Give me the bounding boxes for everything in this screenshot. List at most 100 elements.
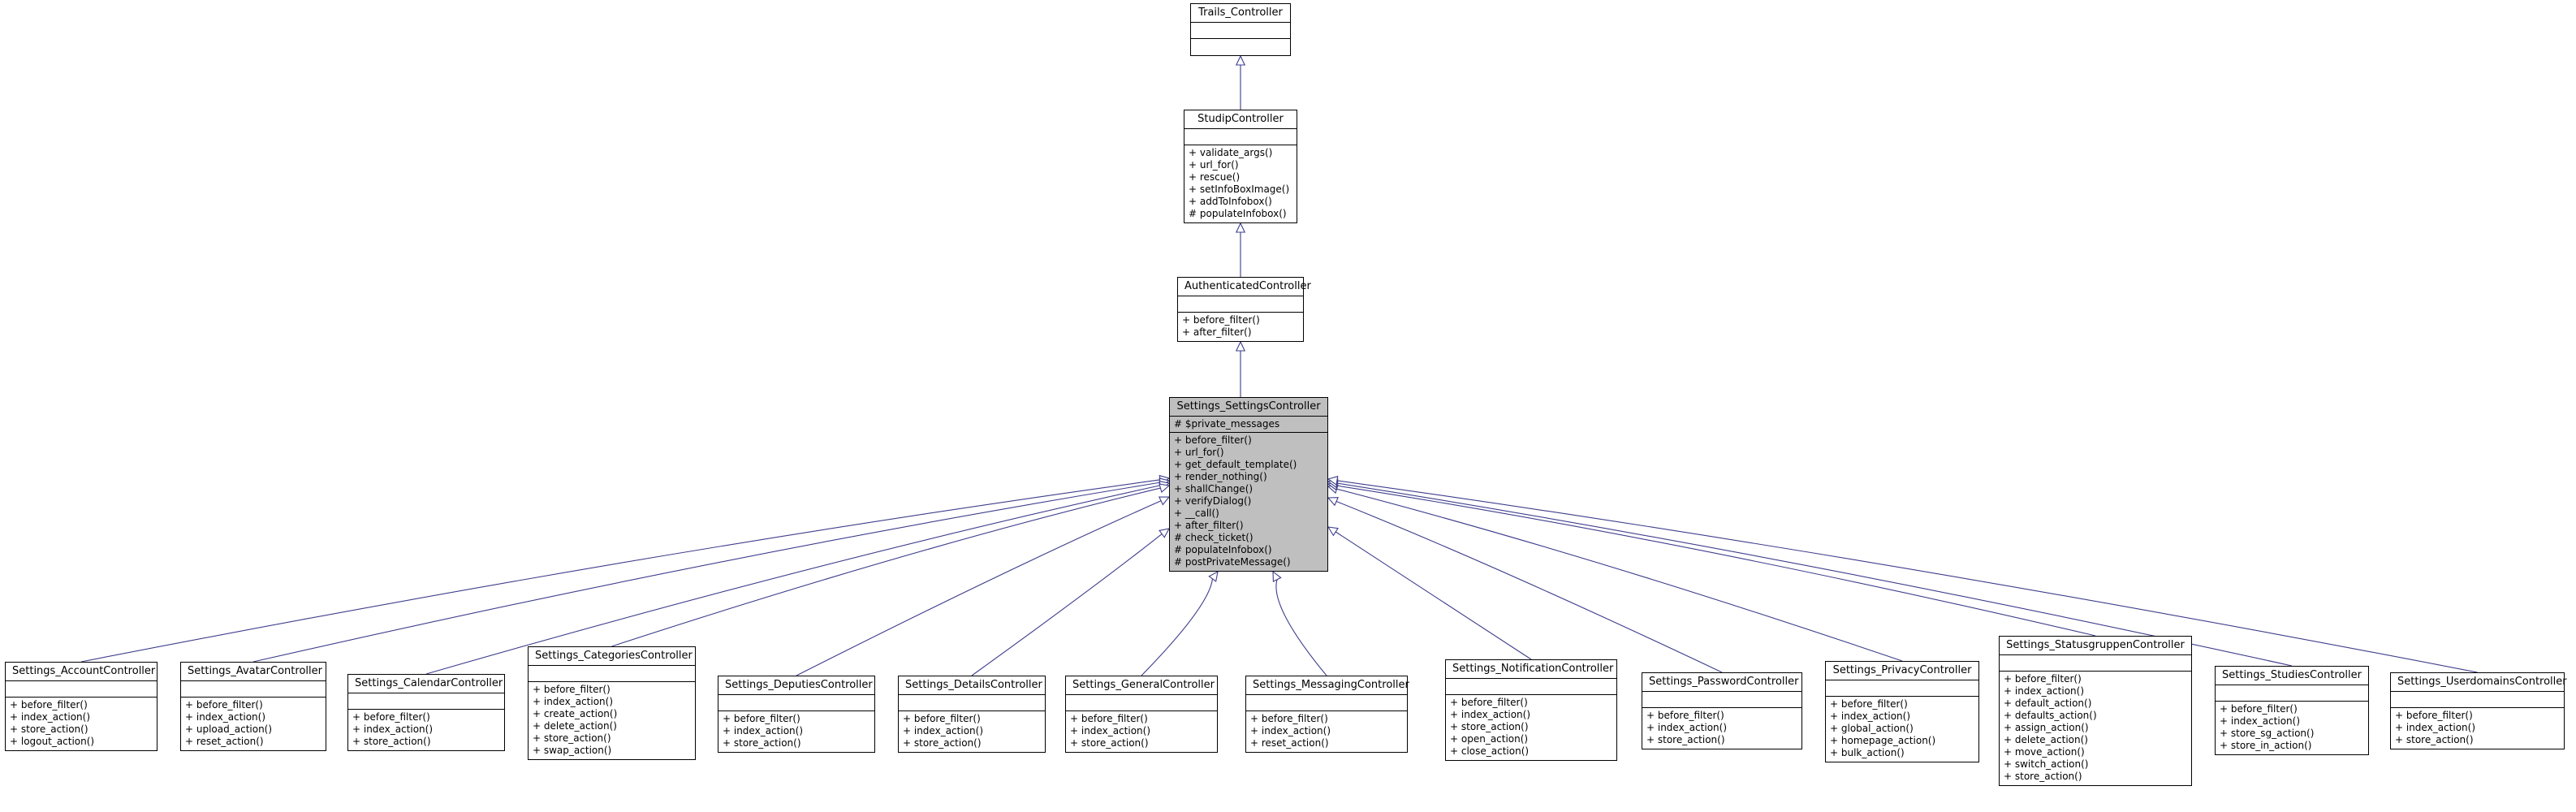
generalization-arrowhead-sub-12 xyxy=(1327,478,1339,489)
uml-operation-row: + store_action() xyxy=(1070,737,1149,749)
uml-class-messaging[interactable]: Settings_MessagingController+ before_fil… xyxy=(1245,676,1409,753)
uml-operation-row: + shallChange() xyxy=(1174,483,1253,495)
uml-operation-row: + before_filter() xyxy=(1646,710,1724,721)
uml-class-general[interactable]: Settings_GeneralController + before_filte… xyxy=(1065,676,1218,753)
generalization-arrowhead-sub-1 xyxy=(1159,477,1171,488)
uml-class-name: Settings_SettingsController xyxy=(1170,398,1327,417)
uml-attributes-compartment xyxy=(1178,296,1303,313)
uml-operation-row: # populateInfobox() xyxy=(1189,208,1287,219)
uml-operation-row: + before_filter() xyxy=(2220,703,2298,715)
uml-operation-row: + switch_action() xyxy=(2004,758,2089,770)
generalization-edge-sub-7 xyxy=(1275,579,1327,676)
generalization-arrowhead-sub-13 xyxy=(1327,475,1339,486)
generalization-arrowhead-sub-9 xyxy=(1327,497,1340,507)
uml-operation-row: # check_ticket() xyxy=(1174,532,1253,543)
uml-operations-compartment: + before_filter()+ after_filter() xyxy=(1178,313,1303,341)
uml-class-calendar[interactable]: Settings_CalendarController + before_filt… xyxy=(347,674,505,751)
uml-operation-row: + index_action() xyxy=(1830,710,1910,722)
uml-operations-compartment: + before_filter()+ index_action()+ uploa… xyxy=(181,698,326,750)
uml-class-name: Settings_AvatarController xyxy=(181,663,326,681)
generalization-arrowhead-sub-7 xyxy=(1272,570,1282,583)
uml-operation-row: + create_action() xyxy=(533,708,618,719)
uml-operations-compartment: + before_filter()+ index_action()+ store… xyxy=(899,711,1045,752)
uml-attributes-compartment xyxy=(2000,655,2191,672)
uml-operation-row: + homepage_action() xyxy=(1830,735,1936,746)
uml-class-name: Settings_UserdomainsController xyxy=(2391,673,2567,692)
uml-attributes-compartment xyxy=(529,666,695,682)
uml-operations-compartment: + before_filter()+ index_action()+ store… xyxy=(1642,708,1801,749)
uml-operations-compartment: + before_filter()+ index_action()+ reset… xyxy=(1246,711,1407,752)
generalization-edge-sub-6 xyxy=(1141,578,1214,676)
generalization-edge-sub-1 xyxy=(252,482,1161,663)
uml-operation-row: + logout_action() xyxy=(10,736,95,747)
uml-class-trails[interactable]: Trails_Controller xyxy=(1190,3,1291,56)
uml-operation-row: + rescue() xyxy=(1189,171,1241,183)
uml-operation-row: + index_action() xyxy=(533,696,613,707)
uml-class-authenticated[interactable]: AuthenticatedController+ before_filter()… xyxy=(1177,277,1311,342)
uml-operation-row: + store_action() xyxy=(903,737,982,749)
generalization-edge-sub-10 xyxy=(1336,488,1903,662)
uml-operations-compartment: + before_filter()+ index_action()+ creat… xyxy=(529,682,695,759)
uml-attributes-compartment xyxy=(2391,692,2564,708)
uml-operation-row: + index_action() xyxy=(1450,709,1530,720)
uml-class-name: Settings_AccountController xyxy=(6,663,157,681)
uml-attributes-compartment xyxy=(718,695,874,711)
generalization-edge-sub-13 xyxy=(1336,480,2478,673)
uml-operations-compartment: + before_filter()+ index_action()+ defau… xyxy=(2000,672,2191,785)
generalization-edge-sub-5 xyxy=(971,533,1163,676)
uml-operation-row: + store_action() xyxy=(352,736,431,747)
uml-operation-row: + before_filter() xyxy=(1450,697,1528,708)
uml-attributes-compartment xyxy=(6,681,157,698)
uml-class-deputies[interactable]: Settings_DeputiesController+ before_filt… xyxy=(718,676,875,753)
uml-operation-row: # postPrivateMessage() xyxy=(1174,556,1291,568)
uml-class-studip[interactable]: StudipController+ validate_args()+ url_f… xyxy=(1184,110,1297,223)
uml-operation-row: + before_filter() xyxy=(1182,314,1260,326)
uml-operation-row: # populateInfobox() xyxy=(1174,544,1272,555)
uml-class-name: Settings_CalendarController xyxy=(348,675,504,693)
uml-class-notification[interactable]: Settings_NotificationController+ before_… xyxy=(1445,659,1617,761)
uml-class-password[interactable]: Settings_PasswordController+ before_filt… xyxy=(1642,672,1802,749)
uml-class-settings[interactable]: Settings_SettingsController# $private_me… xyxy=(1169,397,1328,572)
generalization-arrowhead-sub-6 xyxy=(1208,570,1219,582)
uml-operation-row: + before_filter() xyxy=(1070,713,1148,724)
generalization-arrowhead-1 xyxy=(1235,54,1246,66)
uml-class-details[interactable]: Settings_DetailsController + before_filte… xyxy=(898,676,1046,753)
uml-operation-row: + url_for() xyxy=(1174,447,1224,458)
uml-operation-row: + reset_action() xyxy=(1250,737,1329,749)
uml-operations-compartment: + before_filter()+ index_action()+ store… xyxy=(348,710,504,750)
uml-class-name: Settings_DetailsController xyxy=(899,676,1045,695)
uml-attributes-compartment xyxy=(1184,129,1297,145)
uml-class-userdomains[interactable]: Settings_UserdomainsController+ before_f… xyxy=(2390,672,2567,749)
uml-class-name: Settings_StudiesController xyxy=(2216,667,2368,685)
uml-attributes-compartment xyxy=(1826,680,1978,697)
uml-operation-row: + swap_action() xyxy=(533,745,612,756)
uml-operation-row: + store_action() xyxy=(2395,734,2474,745)
uml-class-categories[interactable]: Settings_CategoriesController+ before_fi… xyxy=(528,646,696,760)
uml-operation-row: + index_action() xyxy=(352,723,433,735)
uml-class-avatar[interactable]: Settings_AvatarController + before_filter… xyxy=(180,662,326,751)
uml-operations-compartment: + before_filter()+ index_action()+ store… xyxy=(718,711,874,752)
uml-operation-row: + store_action() xyxy=(10,723,88,735)
generalization-arrowhead-2 xyxy=(1235,222,1246,233)
uml-attributes-compartment xyxy=(1191,23,1290,39)
uml-class-name: Settings_GeneralController xyxy=(1066,676,1217,695)
uml-attributes-compartment xyxy=(181,681,326,698)
generalization-arrowhead-sub-3 xyxy=(1159,483,1171,494)
uml-operation-row: + index_action() xyxy=(903,725,983,736)
uml-operation-row: + default_action() xyxy=(2004,698,2092,709)
uml-operations-compartment: + validate_args()+ url_for()+ rescue()+ … xyxy=(1184,145,1297,222)
uml-class-account[interactable]: Settings_AccountController+ before_filte… xyxy=(5,662,157,751)
uml-operations-compartment: + before_filter()+ index_action()+ store… xyxy=(2216,702,2368,754)
uml-operations-compartment: + before_filter()+ index_action()+ globa… xyxy=(1826,697,1978,762)
uml-operation-row: + store_action() xyxy=(2004,771,2082,782)
uml-class-statusgruppen[interactable]: Settings_StatusgruppenController+ before… xyxy=(1999,636,2192,786)
uml-operations-compartment xyxy=(1191,39,1290,55)
uml-operation-row: + move_action() xyxy=(2004,746,2085,758)
uml-operation-row: + global_action() xyxy=(1830,723,1914,734)
uml-class-studies[interactable]: Settings_StudiesController + before_filte… xyxy=(2215,666,2369,755)
uml-operation-row: + before_filter() xyxy=(1830,698,1908,710)
uml-class-privacy[interactable]: Settings_PrivacyController+ before_filte… xyxy=(1825,661,1979,762)
generalization-arrowhead-sub-11 xyxy=(1327,481,1339,491)
generalization-arrowhead-sub-4 xyxy=(1158,496,1171,506)
